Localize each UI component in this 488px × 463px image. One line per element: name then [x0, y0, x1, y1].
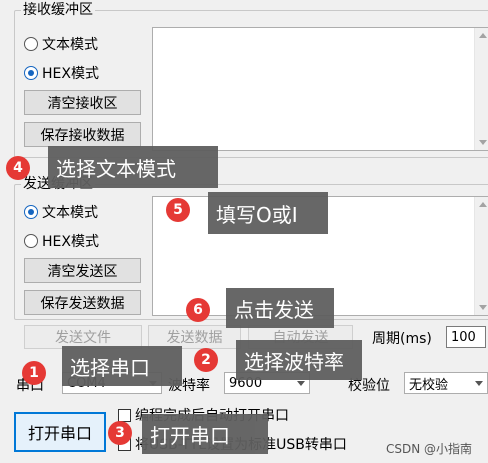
send-hex-mode-label: HEX模式: [42, 234, 99, 250]
step-3-badge: 3: [108, 421, 132, 445]
callout-click-send: 点击发送: [226, 288, 334, 328]
open-port-button[interactable]: 打开串口: [14, 412, 106, 452]
clear-send-button[interactable]: 清空发送区: [24, 258, 141, 283]
scroll-up-icon[interactable]: [479, 33, 487, 38]
radio-selected-icon: [24, 66, 38, 80]
parity-select[interactable]: 无校验: [404, 372, 488, 394]
receive-text-mode-radio[interactable]: 文本模式: [24, 34, 98, 54]
save-send-data-button[interactable]: 保存发送数据: [24, 290, 141, 315]
send-data-button[interactable]: 发送数据: [148, 325, 241, 349]
clear-receive-button[interactable]: 清空接收区: [24, 90, 141, 115]
receive-textarea[interactable]: [152, 27, 488, 151]
parity-label: 校验位: [348, 378, 390, 394]
period-input[interactable]: 100: [446, 326, 486, 348]
radio-selected-icon: [24, 205, 38, 219]
scroll-down-icon[interactable]: [479, 140, 487, 145]
save-receive-data-button[interactable]: 保存接收数据: [24, 122, 141, 147]
step-4-badge: 4: [6, 156, 30, 180]
scroll-down-icon[interactable]: [479, 305, 487, 310]
receive-buffer-group: 接收缓冲区: [14, 1, 488, 158]
chevron-down-icon: [475, 381, 483, 386]
callout-fill-o-or-i: 填写O或I: [208, 192, 328, 234]
receive-text-mode-label: 文本模式: [42, 37, 98, 53]
callout-open-port: 打开串口: [142, 414, 268, 454]
receive-buffer-title: 接收缓冲区: [21, 1, 95, 19]
send-hex-mode-radio[interactable]: HEX模式: [24, 231, 99, 251]
callout-select-port: 选择串口: [62, 346, 182, 386]
step-1-badge: 1: [22, 361, 46, 385]
send-file-button[interactable]: 发送文件: [24, 325, 142, 349]
step-5-badge: 5: [166, 198, 190, 222]
parity-value: 无校验: [409, 377, 449, 393]
chevron-down-icon: [297, 381, 305, 386]
step-6-badge: 6: [186, 298, 210, 322]
receive-hex-mode-label: HEX模式: [42, 66, 99, 82]
callout-select-text-mode: 选择文本模式: [48, 146, 218, 188]
checkbox-icon: [118, 408, 131, 422]
scroll-up-icon[interactable]: [479, 202, 487, 207]
csdn-watermark: CSDN @小指南: [386, 442, 473, 456]
radio-unselected-icon: [24, 37, 38, 51]
send-text-mode-label: 文本模式: [42, 205, 98, 221]
radio-unselected-icon: [24, 234, 38, 248]
send-scrollbar[interactable]: [474, 197, 488, 315]
send-text-mode-radio[interactable]: 文本模式: [24, 202, 98, 222]
period-label: 周期(ms): [372, 331, 432, 347]
step-2-badge: 2: [194, 348, 218, 372]
callout-select-baud: 选择波特率: [236, 340, 362, 380]
receive-scrollbar[interactable]: [474, 28, 488, 150]
receive-hex-mode-radio[interactable]: HEX模式: [24, 63, 99, 83]
